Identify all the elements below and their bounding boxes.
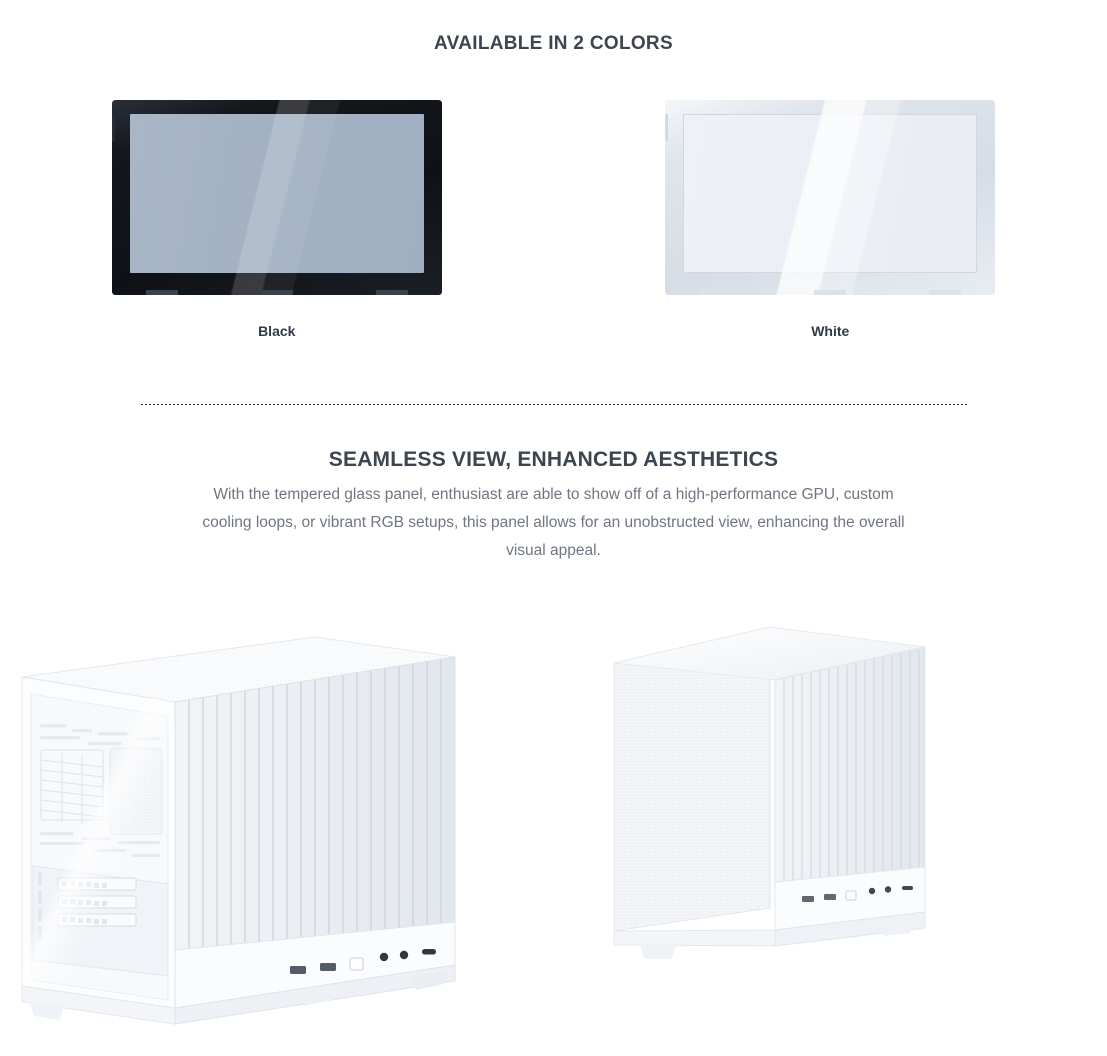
panel-foot	[375, 290, 408, 295]
color-option-label-black: Black	[258, 323, 296, 339]
color-option-black[interactable]: Black	[0, 100, 554, 339]
case-front	[21, 636, 456, 1025]
glass-panel-black-image	[111, 100, 442, 295]
usb-c-port	[422, 949, 436, 955]
panel-latch	[665, 114, 669, 141]
audio-jack-2	[399, 950, 409, 960]
color-options-list: Black White	[0, 100, 1107, 339]
panel-foot	[260, 290, 293, 295]
case-foot-right	[412, 970, 448, 990]
usb-a-port-2	[320, 963, 336, 971]
case-foot-left	[30, 1002, 64, 1020]
usb-a-port-1	[290, 966, 306, 974]
panel-foot	[699, 290, 732, 295]
panel-glass	[683, 114, 978, 273]
glass-panel-white-image	[665, 100, 996, 295]
panel-foot	[929, 290, 962, 295]
colors-section-title: AVAILABLE IN 2 COLORS	[434, 33, 673, 54]
color-option-label-white: White	[811, 323, 850, 339]
power-button	[349, 957, 364, 971]
audio-jack-1	[379, 952, 389, 962]
color-option-white[interactable]: White	[554, 100, 1107, 339]
feature-section-body: With the tempered glass panel, enthusias…	[202, 486, 905, 559]
feature-section-title: SEAMLESS VIEW, ENHANCED AESTHETICS	[328, 448, 779, 471]
io-ports-front	[290, 949, 436, 974]
panel-foot	[145, 290, 178, 295]
panel-glass	[129, 114, 424, 273]
panel-latch	[111, 114, 115, 141]
hero-product-image	[0, 620, 1107, 1056]
panel-foot	[814, 290, 847, 295]
section-divider	[140, 404, 968, 405]
case-back	[613, 626, 926, 959]
io-ports-back	[802, 886, 913, 902]
